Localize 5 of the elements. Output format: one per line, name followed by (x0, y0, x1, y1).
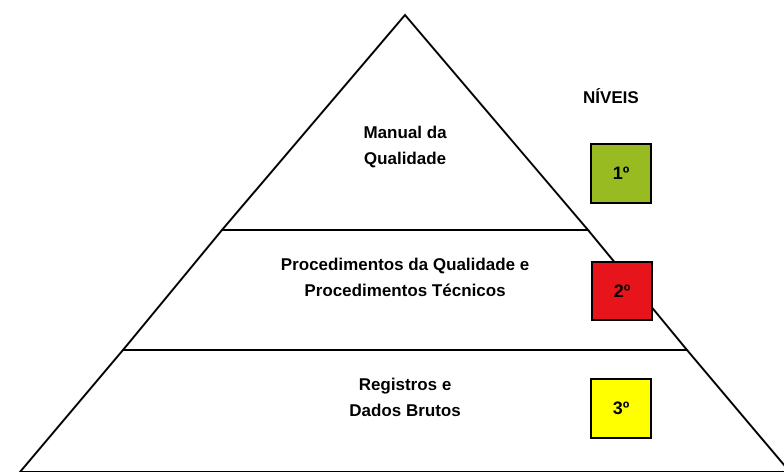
column-heading: NÍVEIS (583, 88, 639, 108)
tier-label: Registros e Dados Brutos (348, 374, 462, 422)
level-marker: 1º (590, 143, 652, 204)
tier-label: Procedimentos da Qualidade e Procedimentos Técnicos (280, 254, 530, 302)
tier-label: Manual da Qualidade (362, 122, 448, 170)
